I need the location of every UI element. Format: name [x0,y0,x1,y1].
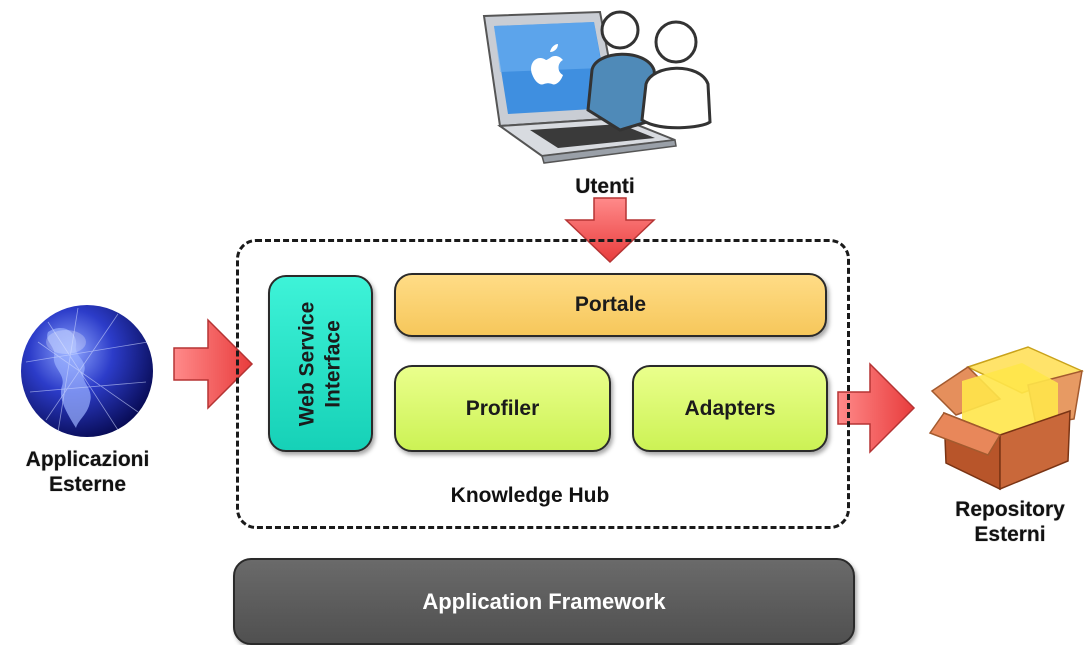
globe-icon [21,305,153,437]
external-repos-label-line1: Repository [955,498,1065,521]
external-apps-label-line2: Esterne [48,473,127,496]
external-repos-label: Repository Esterni [935,497,1085,547]
portale-label: Portale [574,293,647,316]
laptop-users-illustration [482,10,712,164]
profiler-label: Profiler [465,396,540,420]
users-icon [586,10,712,132]
application-framework-label: Application Framework [422,588,666,614]
users-label: Utenti [575,175,635,198]
external-apps-label-line1: Applicazioni [25,448,150,471]
portale-box: Portale [394,273,827,337]
external-apps-label: Applicazioni Esterne [0,447,175,497]
adapters-label: Adapters [684,396,776,420]
web-service-interface-box: Web Service Interface [268,275,373,452]
arrow-right-hub-to-repos [837,362,916,454]
application-framework-box: Application Framework [233,558,855,645]
web-service-interface-label: Web Service Interface [295,301,347,426]
adapters-box: Adapters [632,365,828,452]
web-service-interface-line2: Interface [321,319,345,408]
arrow-right-apps-to-hub [173,318,254,410]
web-service-interface-line1: Web Service [295,301,319,426]
laptop-icon [482,10,677,164]
external-repos-label-line2: Esterni [974,523,1046,546]
profiler-box: Profiler [394,365,611,452]
package-box-icon [928,346,1084,491]
knowledge-hub-label: Knowledge Hub [450,484,610,507]
knowledge-hub-container [236,239,850,529]
